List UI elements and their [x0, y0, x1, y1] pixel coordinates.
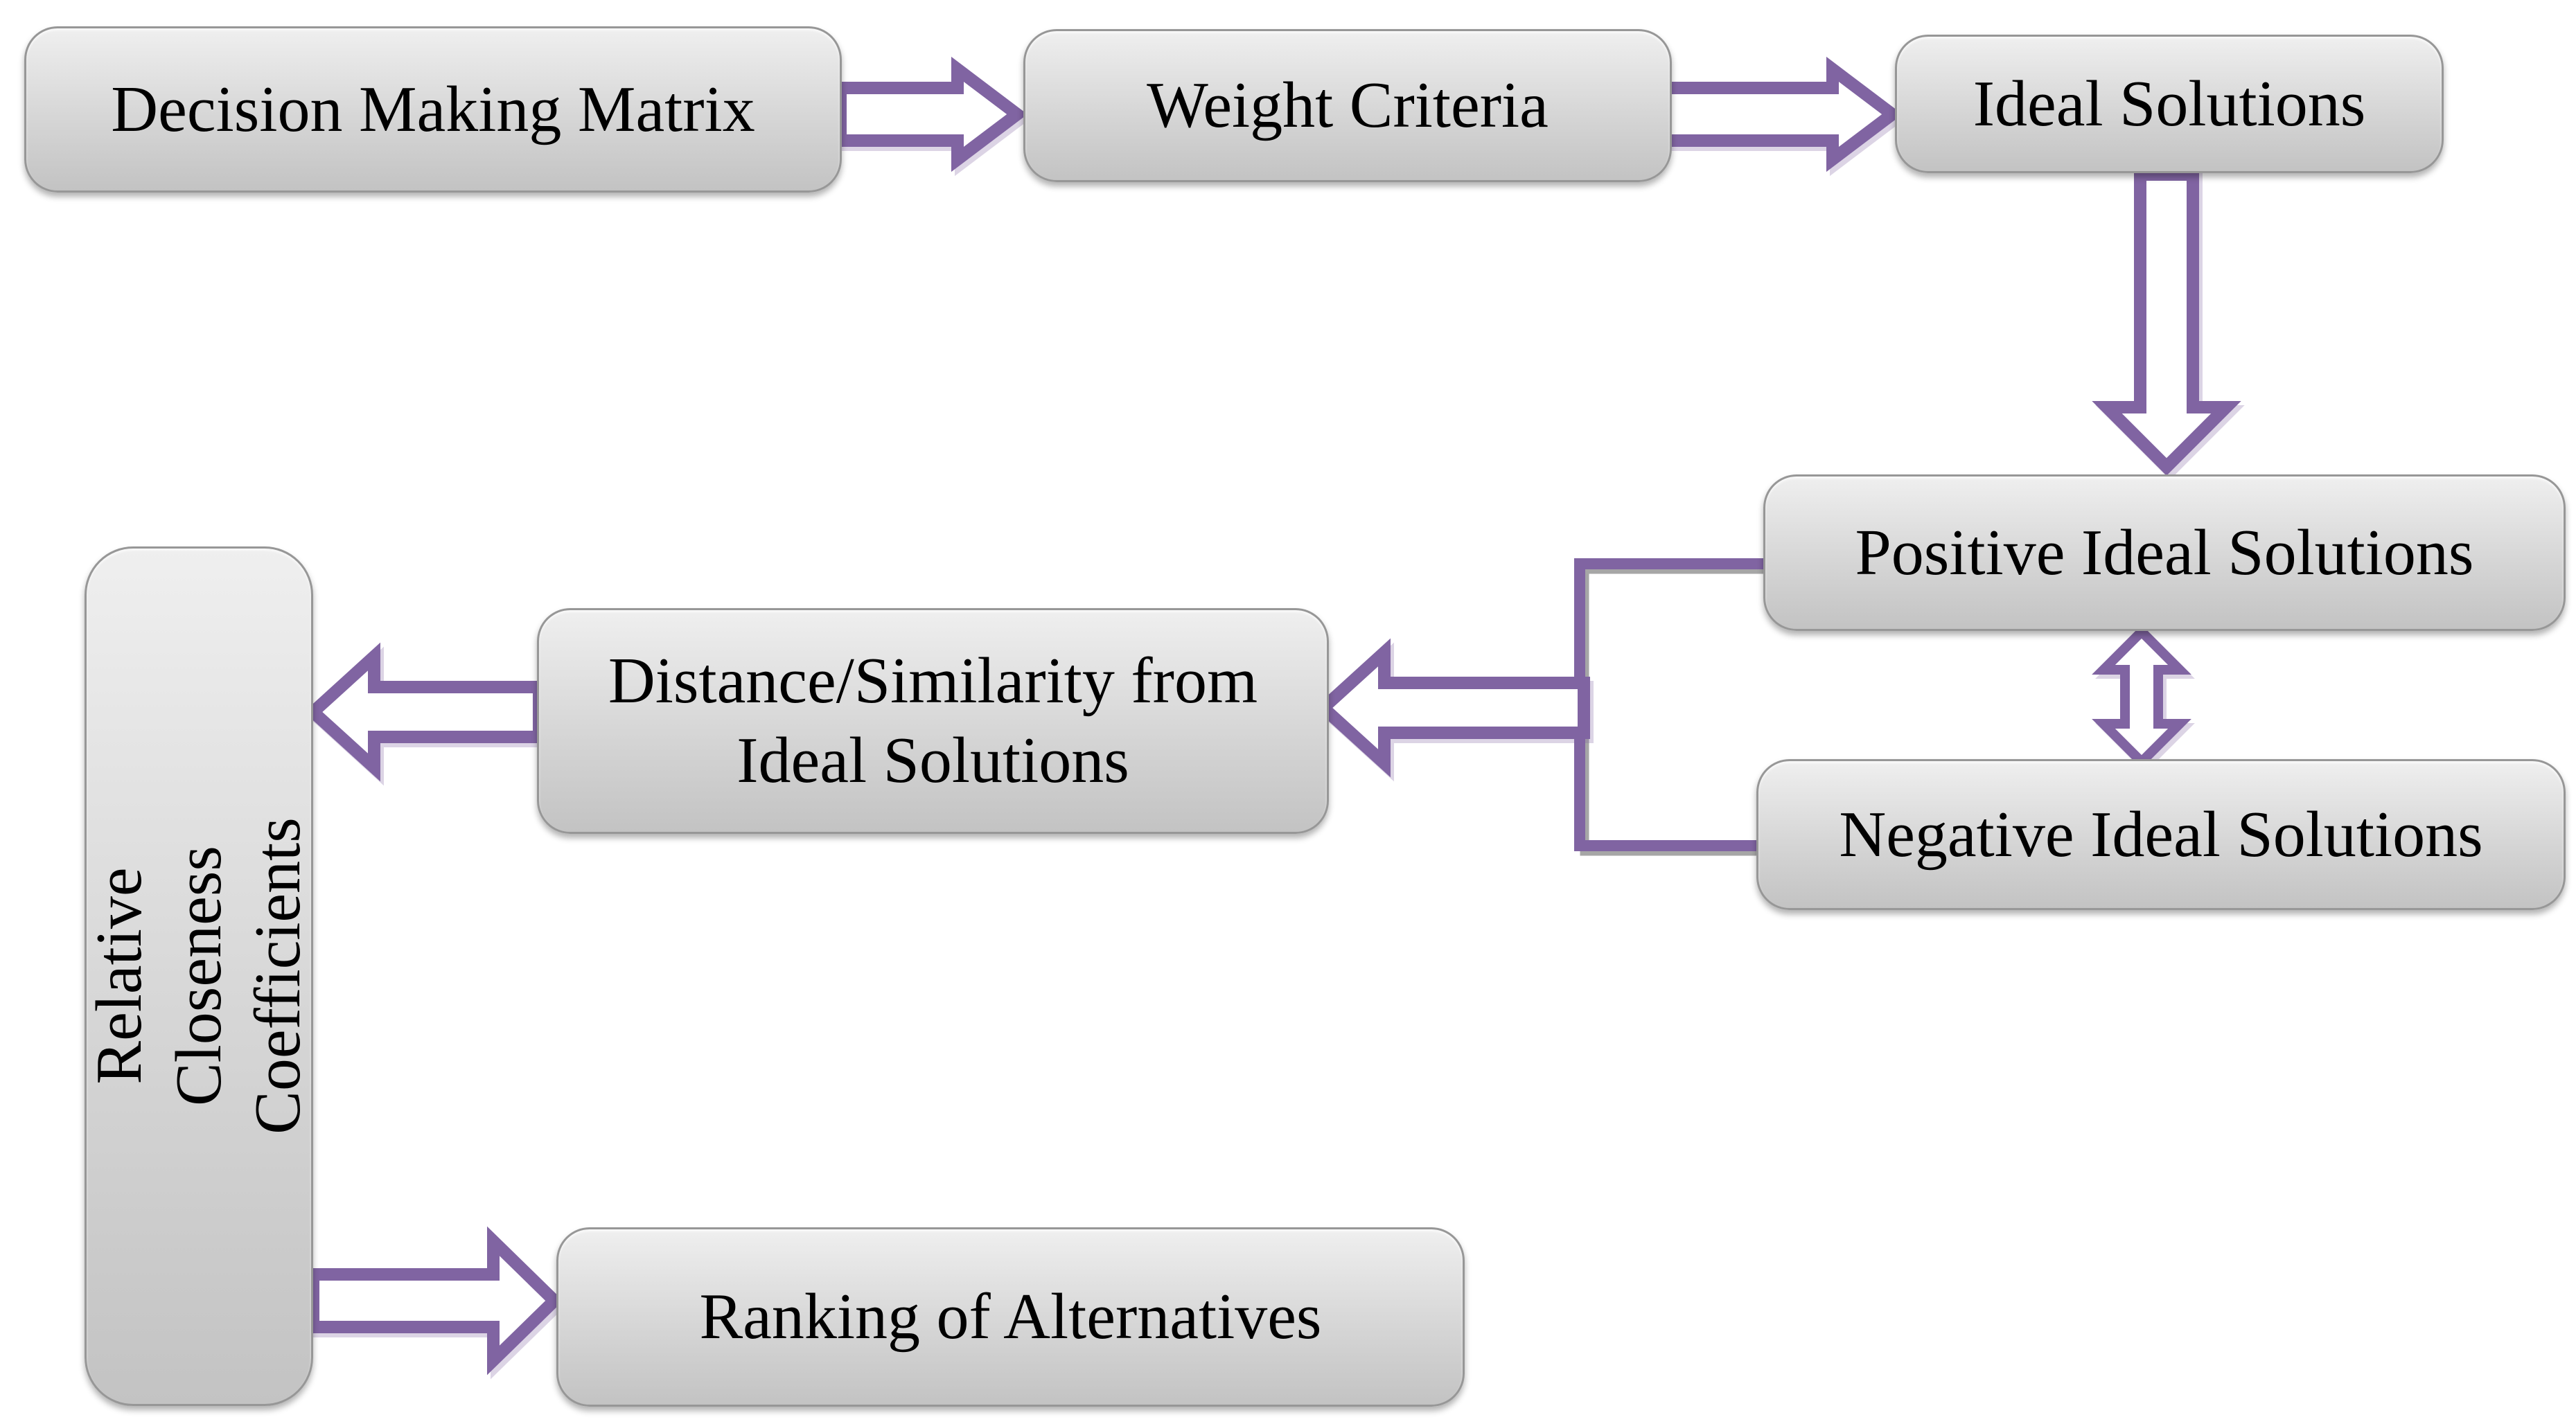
arrow-bracket-to-distance: [1314, 638, 1590, 778]
arrow-positive-negative-double: [2092, 625, 2191, 769]
bracket-connector: [1574, 558, 1763, 851]
node-weight-criteria: Weight Criteria: [1023, 29, 1672, 182]
arrow-ideal-to-positive: [2092, 168, 2241, 476]
arrow-decision-to-weight: [834, 56, 1027, 172]
node-positive-ideal-solutions: Positive Ideal Solutions: [1763, 474, 2566, 631]
node-weight-criteria-label: Weight Criteria: [1147, 69, 1549, 142]
node-ranking-of-alternatives: Ranking of Alternatives: [556, 1227, 1465, 1407]
node-decision-making-matrix-label: Decision Making Matrix: [111, 73, 755, 145]
arrow-closeness-to-ranking: [307, 1226, 563, 1376]
node-distance-similarity: Distance/Similarity from Ideal Solutions: [537, 608, 1329, 834]
node-distance-similarity-label: Distance/Similarity from Ideal Solutions: [608, 645, 1258, 796]
node-ideal-solutions-label: Ideal Solutions: [1973, 67, 2366, 140]
node-negative-ideal-solutions-label: Negative Ideal Solutions: [1839, 798, 2483, 871]
node-relative-closeness-coefficients-label: Relative Closeness Coefficients: [83, 817, 315, 1135]
node-negative-ideal-solutions: Negative Ideal Solutions: [1756, 759, 2566, 910]
arrow-weight-to-ideal: [1657, 56, 1903, 172]
node-ideal-solutions: Ideal Solutions: [1895, 35, 2444, 173]
node-relative-closeness-coefficients: Relative Closeness Coefficients: [83, 546, 314, 1406]
arrow-distance-to-closeness: [303, 642, 545, 782]
node-ranking-of-alternatives-label: Ranking of Alternatives: [699, 1281, 1322, 1353]
node-decision-making-matrix: Decision Making Matrix: [24, 26, 842, 193]
node-positive-ideal-solutions-label: Positive Ideal Solutions: [1855, 516, 2474, 589]
bracket-connector-shadow: [1580, 564, 1768, 856]
